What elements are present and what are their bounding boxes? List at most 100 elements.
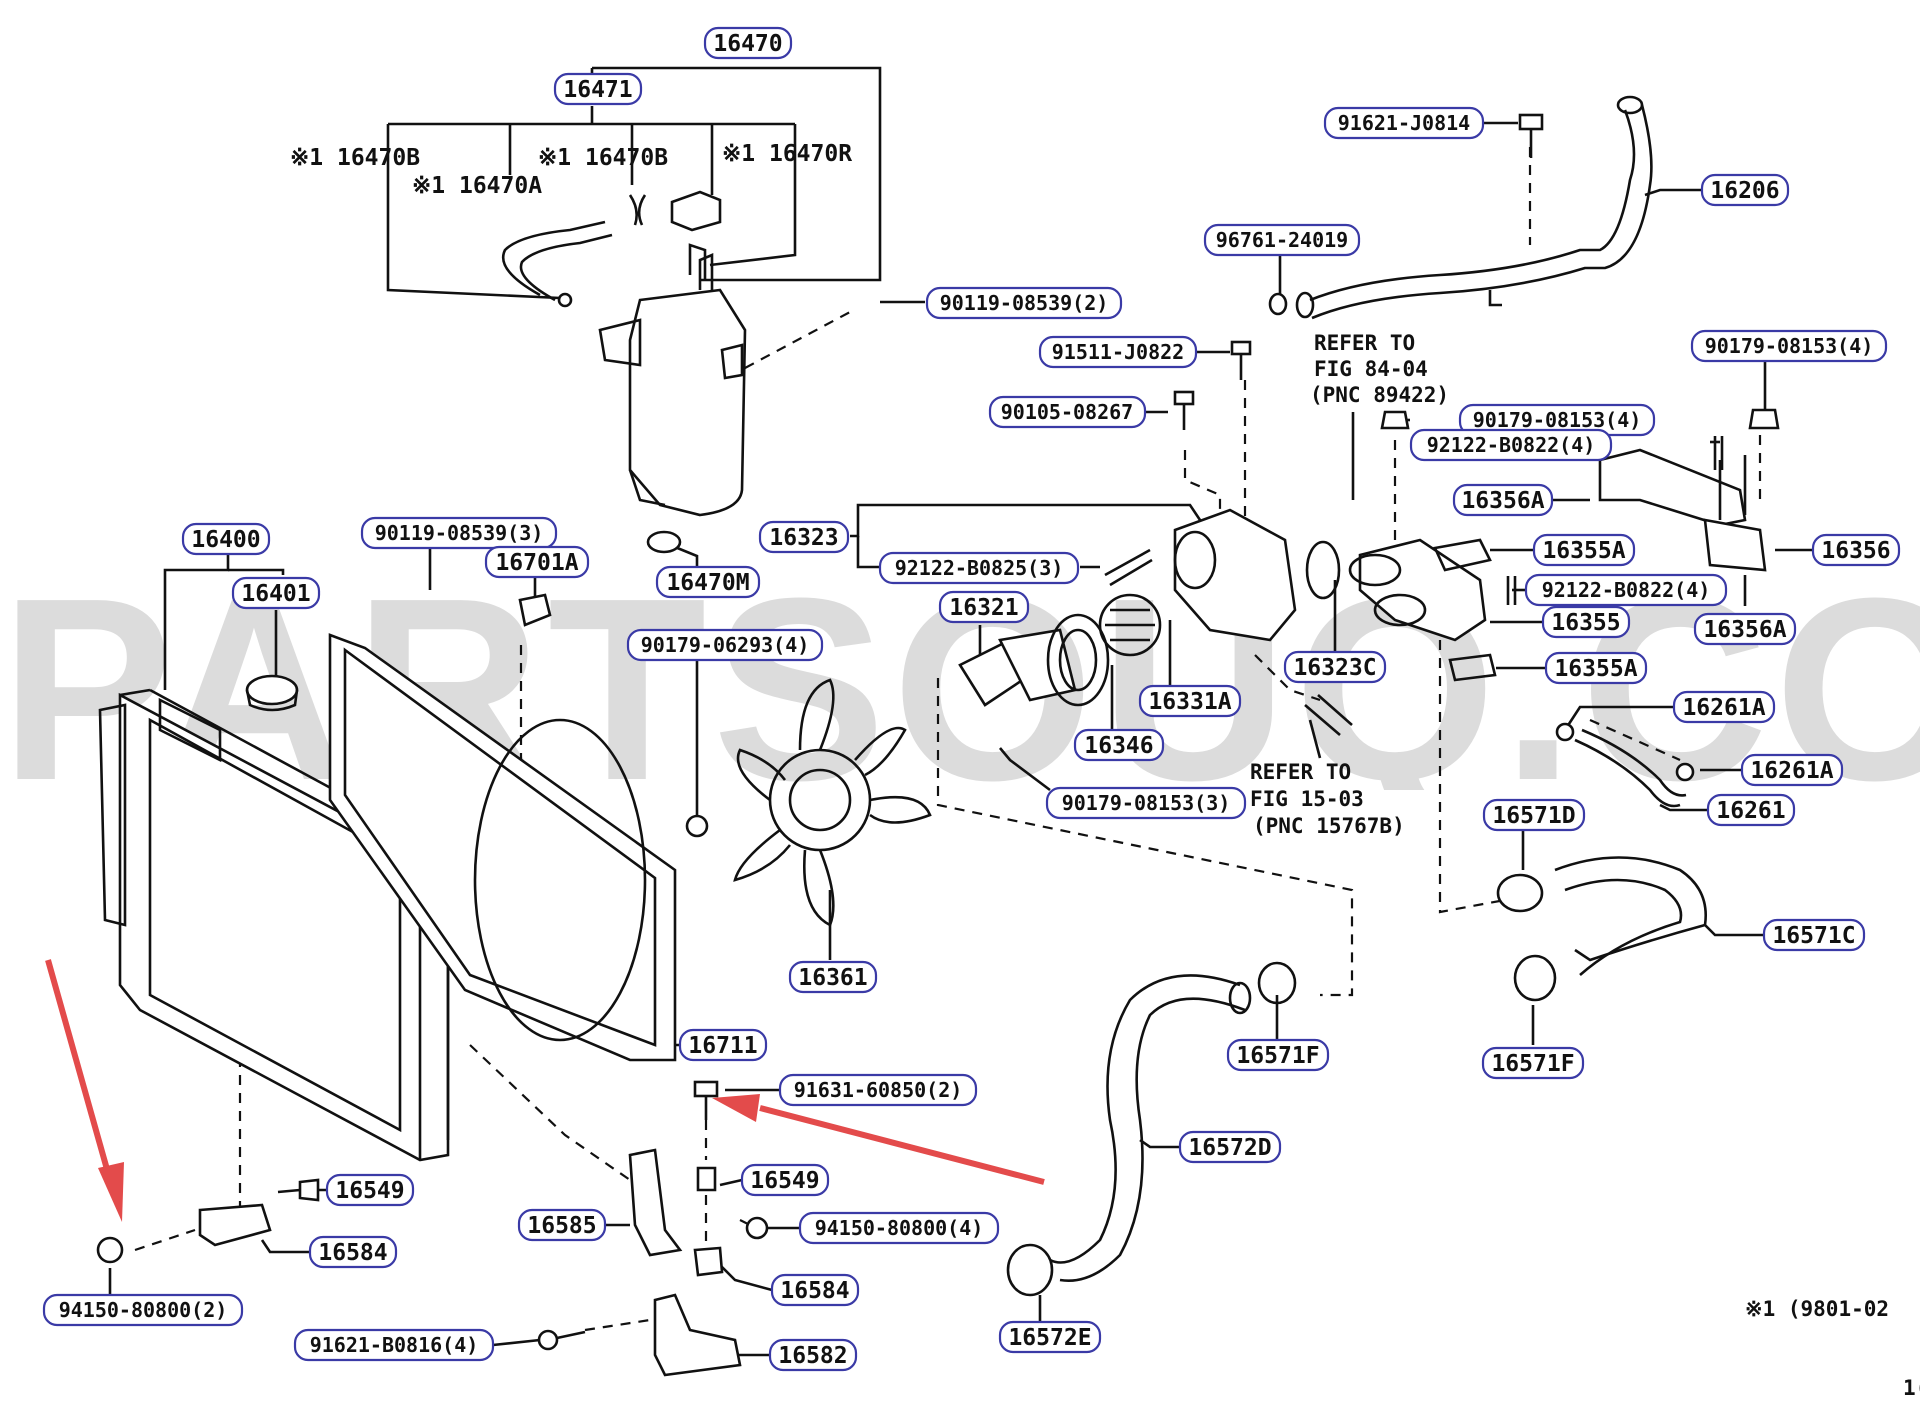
hose-clamp-16571F-mid [1257, 961, 1297, 1005]
red-arrow-left [45, 959, 113, 1181]
part-label-16321: 16321 [949, 595, 1018, 621]
part-label-16470M: 16470M [666, 570, 749, 596]
part-label-16355A-low: 16355A [1554, 656, 1637, 682]
ring-96761 [1268, 292, 1288, 316]
gasket-16355A [1433, 538, 1497, 682]
part-label-16470B-left: ※1 16470B [290, 145, 420, 171]
part-label-16470: 16470 [713, 31, 782, 57]
part-label-94150-80800-4: 94150-80800(4) [815, 1216, 984, 1240]
page-corner-text: 1( [1903, 1376, 1920, 1400]
part-label-91621-B0816-4: 91621-B0816(4) [310, 1333, 479, 1357]
reservoir-bracket [670, 190, 722, 232]
part-label-90179-08153-3: 90179-08153(3) [1062, 791, 1231, 815]
part-label-92122-B0825-3: 92122-B0825(3) [895, 556, 1064, 580]
part-label-16711: 16711 [688, 1033, 757, 1059]
red-arrow-left-head [98, 1162, 124, 1222]
overflow-hose [501, 220, 613, 308]
hose-clamp-16571D [1496, 873, 1544, 913]
assembly-dashed-lines [134, 147, 1762, 1332]
water-outlet-housing [1173, 508, 1297, 642]
fan [733, 678, 932, 927]
part-label-16701A: 16701A [495, 550, 578, 576]
part-label-92122-B0822-4-top: 92122-B0822(4) [1427, 433, 1596, 457]
reservoir-cap [646, 530, 682, 554]
cushion-16584-mid [693, 1246, 724, 1277]
bracket-16585 [628, 1148, 683, 1257]
part-label-16261A-top: 16261A [1682, 695, 1765, 721]
radiator-hose-lower [1049, 974, 1252, 1282]
part-label-90179-06293-4: 90179-06293(4) [641, 633, 810, 657]
part-label-16323C: 16323C [1293, 655, 1376, 681]
part-label-16470B-mid: ※1 16470B [538, 145, 668, 171]
gasket [1046, 613, 1110, 707]
part-label-91621-J0814: 91621-J0814 [1338, 111, 1470, 135]
fan-nut [685, 814, 709, 838]
stud-92122 [1506, 576, 1517, 605]
radiator-cap [245, 674, 299, 712]
part-label-16356: 16356 [1821, 538, 1890, 564]
part-label-16549-left: 16549 [335, 1178, 404, 1204]
part-label-16206: 16206 [1710, 178, 1779, 204]
part-label-16356A-low: 16356A [1703, 617, 1786, 643]
part-label-16355: 16355 [1551, 610, 1620, 636]
part-label-90179-08153-4-right: 90179-08153(4) [1705, 334, 1874, 358]
part-label-90119-08539-3: 90119-08539(3) [375, 521, 544, 545]
refer-note-84-line1: REFER TO [1314, 331, 1415, 355]
part-label-96761-24019: 96761-24019 [1216, 228, 1348, 252]
part-label-16585: 16585 [527, 1213, 596, 1239]
red-arrow-right-head [712, 1094, 760, 1122]
part-label-16361: 16361 [798, 965, 867, 991]
part-label-16470R: ※1 16470R [722, 141, 852, 167]
red-arrow-right [759, 1105, 1045, 1185]
part-label-16584-left: 16584 [318, 1240, 387, 1266]
highlight-arrows [45, 959, 1045, 1222]
part-label-16549-mid: 16549 [750, 1168, 819, 1194]
reference-notes: REFER TO FIG 84-04 (PNC 89422) REFER TO … [1250, 331, 1920, 1400]
part-label-16356A-top: 16356A [1461, 488, 1544, 514]
refer-note-84-line3: (PNC 89422) [1310, 383, 1449, 407]
part-label-16323: 16323 [769, 525, 838, 551]
reservoir-tank [598, 243, 747, 517]
bolt-91621-B0816 [537, 1329, 586, 1351]
refer-note-15-line2: FIG 15-03 [1250, 787, 1364, 811]
nut-90179-mid [1380, 410, 1410, 430]
part-label-94150-80800-2: 94150-80800(2) [59, 1298, 228, 1322]
water-hose-16261 [1555, 722, 1695, 808]
bolt-91621 [1518, 113, 1544, 158]
bolt-91511 [1230, 340, 1252, 380]
bracket-16582 [653, 1293, 742, 1377]
water-inlet-assembly [1348, 538, 1487, 642]
bolt-91631 [693, 1080, 719, 1120]
shroud-clip [518, 593, 552, 627]
part-label-16471: 16471 [563, 77, 632, 103]
bolt-90105 [1173, 390, 1195, 430]
part-label-16582: 16582 [778, 1343, 847, 1369]
cushion-16549-mid [696, 1166, 717, 1192]
part-label-16261A-low: 16261A [1750, 758, 1833, 784]
hose-clip-small [628, 194, 647, 226]
leader-lines [108, 66, 1813, 1357]
part-label-90105-08267: 90105-08267 [1001, 400, 1133, 424]
part-label-16470A: ※1 16470A [412, 173, 542, 199]
part-label-16571F-right: 16571F [1491, 1051, 1574, 1077]
water-bypass-pipe [1295, 95, 1653, 320]
radiator-support-16584-left [198, 1203, 272, 1247]
part-label-16355A-top: 16355A [1542, 538, 1625, 564]
part-label-90179-08153-4-mid: 90179-08153(4) [1473, 408, 1642, 432]
part-label-16571F-mid: 16571F [1236, 1043, 1319, 1069]
thermostat [1098, 593, 1162, 657]
part-label-16331A: 16331A [1148, 689, 1231, 715]
bypass-hose [1304, 694, 1353, 736]
water-outlet-pipe [1598, 448, 1767, 572]
hose-clamp-16571F-right [1513, 954, 1557, 1002]
nut-94150-mid [745, 1216, 769, 1240]
hose-clamp-16572E [1006, 1243, 1054, 1297]
footnote: ※1 (9801-02 [1745, 1297, 1889, 1321]
refer-note-84-line2: FIG 84-04 [1314, 357, 1428, 381]
part-labels: 16470 16471 ※1 16470B ※1 16470A ※1 16470… [42, 26, 1901, 1372]
radiator-hose-upper [1554, 856, 1707, 976]
part-label-91511-J0822: 91511-J0822 [1052, 340, 1184, 364]
nut-94150-left [96, 1236, 124, 1264]
